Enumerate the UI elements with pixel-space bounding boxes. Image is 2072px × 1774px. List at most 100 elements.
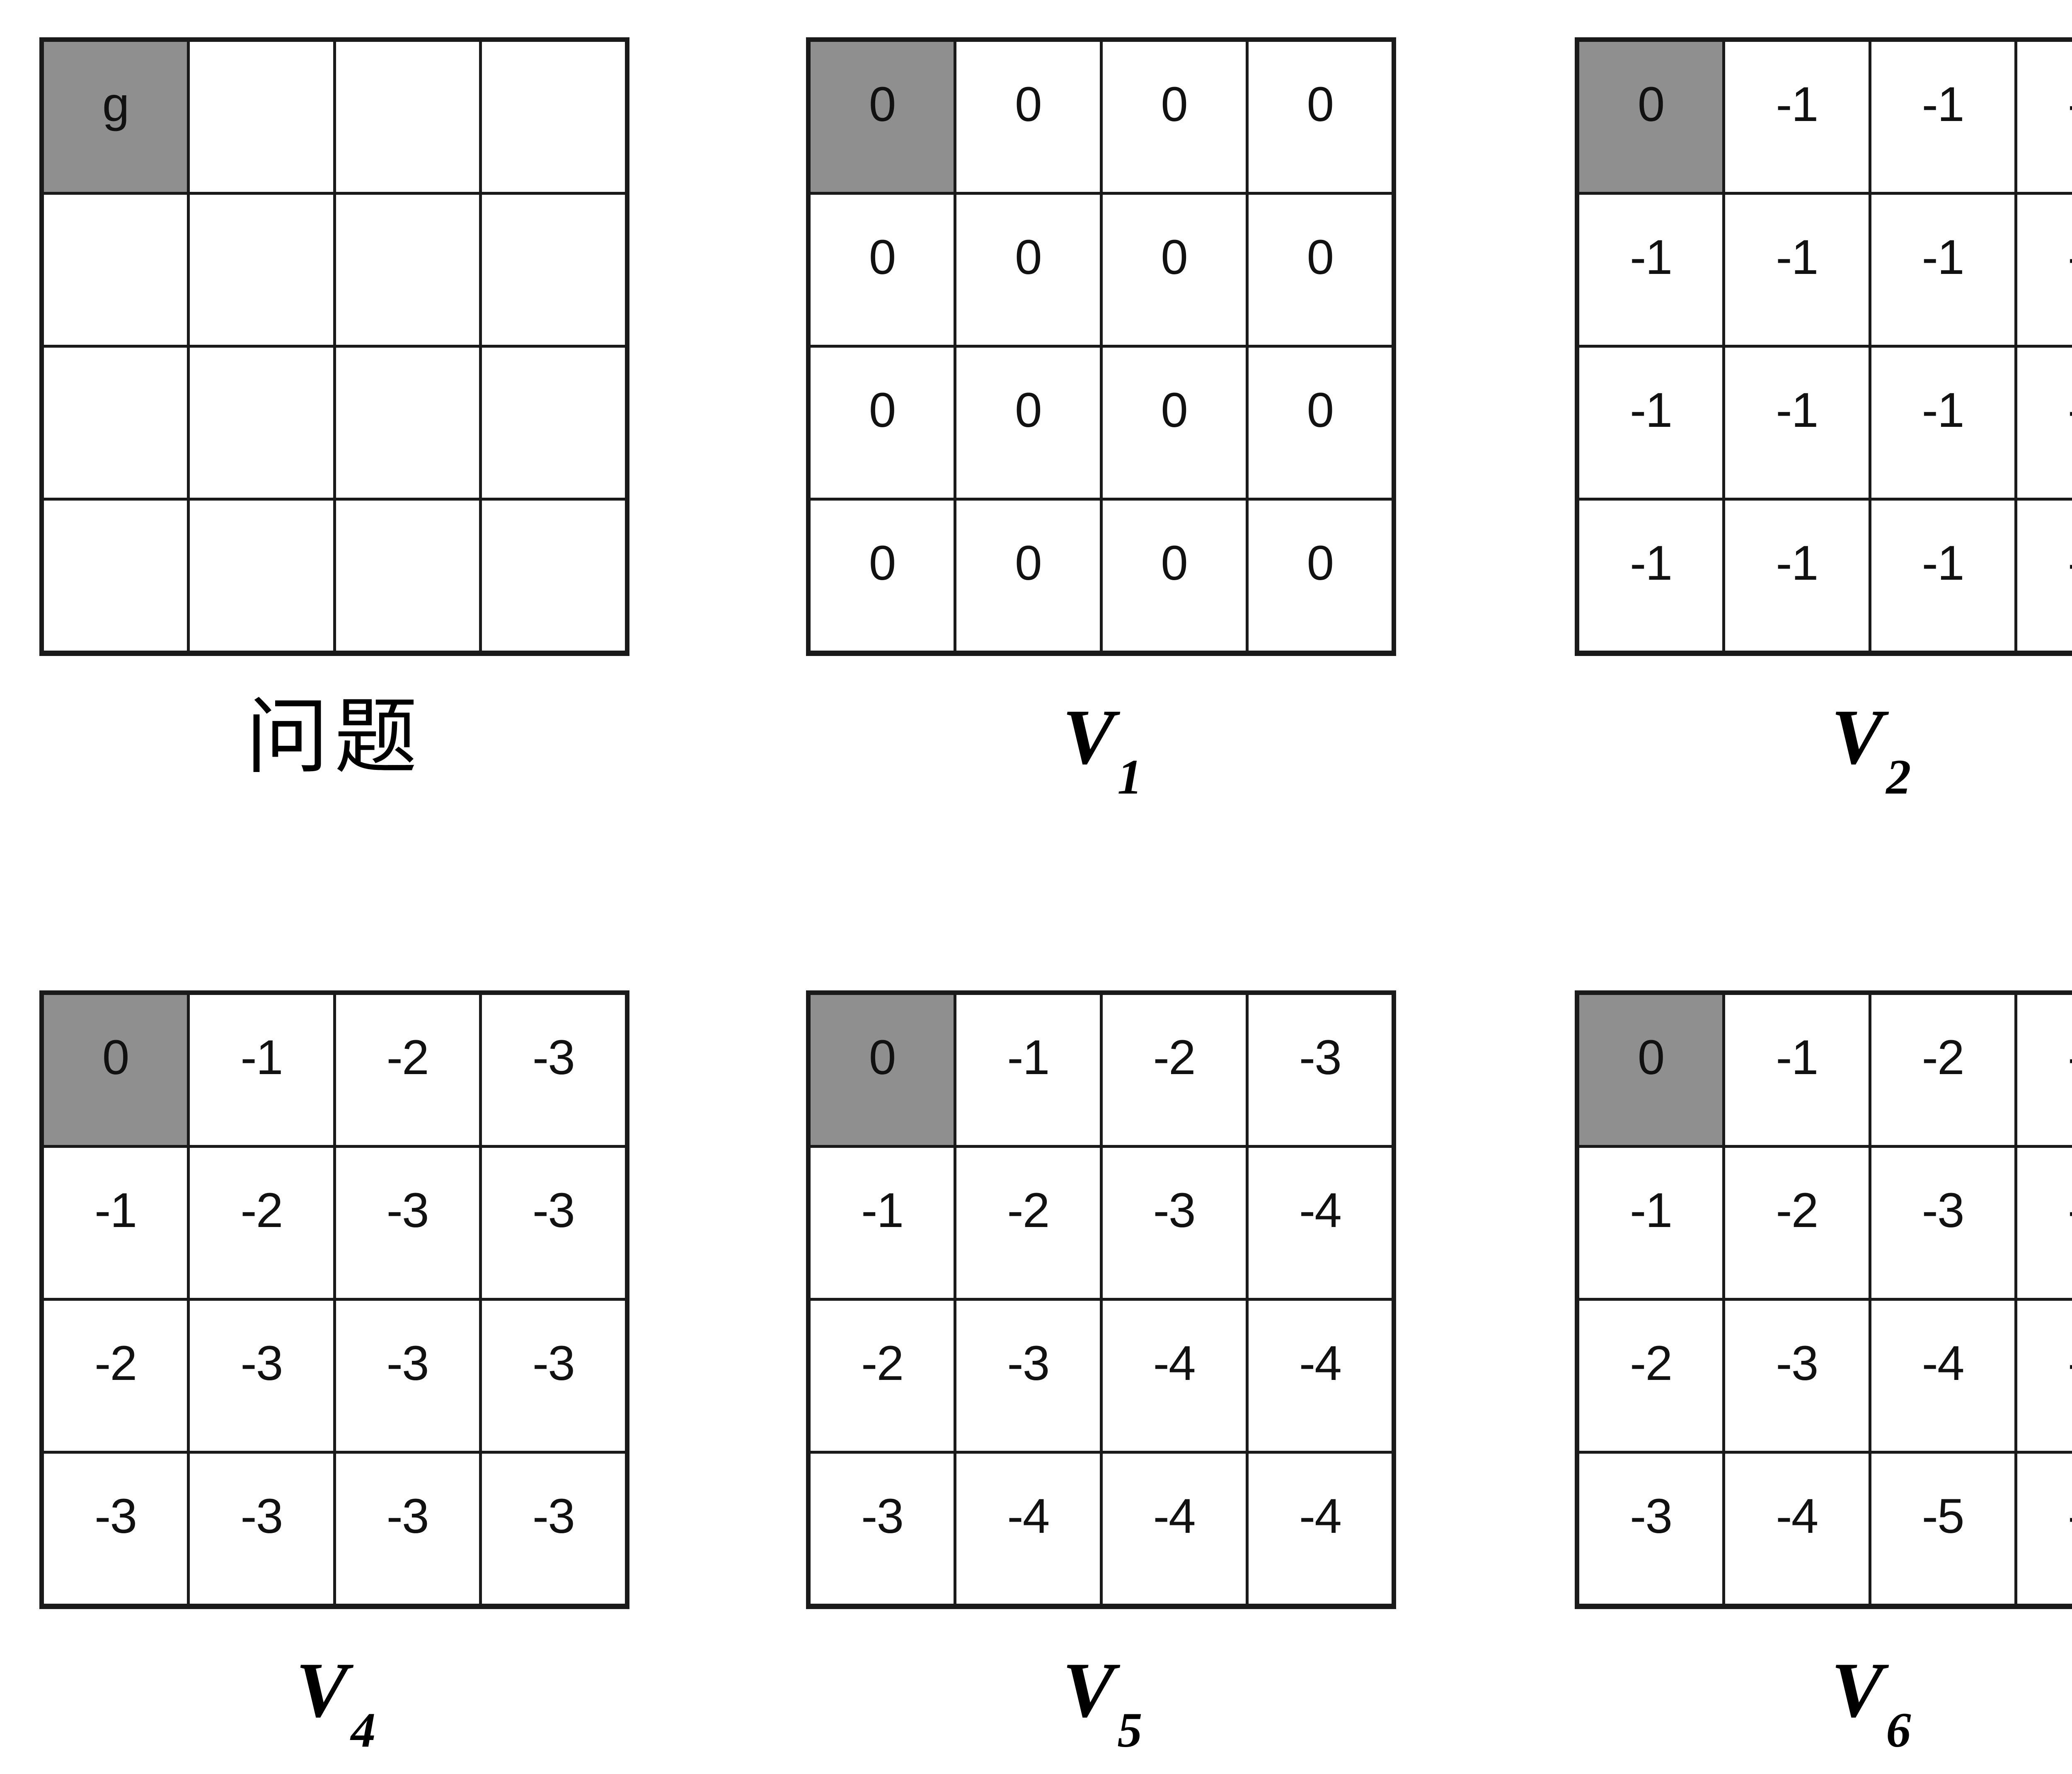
grid-cell[interactable]: -4 [1871,1301,2017,1451]
grid-cell[interactable]: -4 [1725,1454,1871,1604]
grid-cell[interactable]: -3 [482,1301,625,1451]
grid-cell[interactable] [44,348,190,498]
grid-cell[interactable]: -1 [1871,348,2017,498]
grid-cell[interactable]: 0 [1248,42,1392,192]
grid-cell[interactable] [482,348,625,498]
grid-cell[interactable]: -1 [1725,42,1871,192]
grid-cell[interactable]: -4 [1248,1454,1392,1604]
grid-cell[interactable]: -2 [1871,995,2017,1145]
grid-cell[interactable]: -1 [1725,995,1871,1145]
grid-cell[interactable]: 0 [956,195,1103,345]
grid-cell[interactable] [336,348,482,498]
grid-cell[interactable]: -2 [1725,1148,1871,1298]
grid-cell[interactable]: -4 [956,1454,1103,1604]
grid-cell[interactable]: 0 [956,348,1103,498]
grid-cell[interactable]: -1 [1725,195,1871,345]
grid-cell-value: 0 [102,1030,130,1085]
grid-cell[interactable]: -1 [190,995,336,1145]
grid-cell[interactable]: -3 [190,1301,336,1451]
grid-cell[interactable]: -3 [1725,1301,1871,1451]
grid-cell[interactable]: -4 [1248,1301,1392,1451]
grid-cell[interactable]: -1 [2017,42,2072,192]
grid-cell[interactable] [190,42,336,192]
grid-cell[interactable]: -1 [2017,195,2072,345]
grid-cell[interactable]: 0 [811,348,957,498]
grid-cell[interactable]: -2 [44,1301,190,1451]
grid-cell[interactable]: -1 [1579,195,1726,345]
grid-cell[interactable]: -3 [482,995,625,1145]
grid-cell[interactable]: -1 [1871,195,2017,345]
grid-cell[interactable] [482,501,625,651]
grid-cell[interactable]: -3 [190,1454,336,1604]
grid-cell[interactable]: -3 [2017,995,2072,1145]
grid-cell-terminal[interactable]: 0 [811,42,957,192]
grid-cell-terminal[interactable]: 0 [1579,42,1726,192]
grid-cell[interactable] [336,42,482,192]
grid-cell[interactable] [190,195,336,345]
grid-cell[interactable] [190,348,336,498]
grid-cell[interactable]: -3 [336,1301,482,1451]
grid-cell[interactable]: -5 [2017,1301,2072,1451]
grid-cell[interactable]: 0 [1248,348,1392,498]
grid-cell[interactable]: 0 [1102,348,1249,498]
grid-cell[interactable]: 0 [811,501,957,651]
grid-cell[interactable]: -4 [1102,1454,1249,1604]
grid-cell[interactable]: -1 [44,1148,190,1298]
grid-cell[interactable] [482,42,625,192]
grid-cell-value: 0 [1015,536,1042,591]
grid-cell-terminal[interactable]: g [44,42,190,192]
grid-cell[interactable]: 0 [956,501,1103,651]
grid-cell[interactable]: -5 [1871,1454,2017,1604]
grid-cell[interactable]: -1 [811,1148,957,1298]
grid-cell[interactable]: -2 [1102,995,1249,1145]
grid-cell[interactable]: -3 [1248,995,1392,1145]
grid-cell[interactable]: -5 [2017,1454,2072,1604]
grid-cell[interactable]: -3 [44,1454,190,1604]
grid-cell[interactable]: -3 [482,1148,625,1298]
grid-cell-terminal[interactable]: 0 [44,995,190,1145]
grid-cell[interactable]: 0 [1102,42,1249,192]
grid-cell[interactable] [336,195,482,345]
grid-cell[interactable]: 0 [1248,501,1392,651]
grid-cell[interactable]: 0 [956,42,1103,192]
grid-cell[interactable]: -2 [336,995,482,1145]
grid-cell[interactable] [336,501,482,651]
grid-cell[interactable]: -1 [2017,501,2072,651]
grid-cell[interactable] [190,501,336,651]
grid-cell[interactable]: -1 [1579,348,1726,498]
grid-cell[interactable]: -2 [811,1301,957,1451]
grid-cell[interactable]: -1 [1725,501,1871,651]
grid-cell[interactable]: -1 [2017,348,2072,498]
grid-cell[interactable]: 0 [1102,195,1249,345]
grid-cell[interactable]: -3 [1102,1148,1249,1298]
grid-cell[interactable]: -4 [1102,1301,1249,1451]
grid-cell[interactable]: -3 [956,1301,1103,1451]
grid-cell[interactable]: -3 [1871,1148,2017,1298]
grid-cell[interactable]: -4 [1248,1148,1392,1298]
grid-cell[interactable]: -2 [1579,1301,1726,1451]
grid-cell[interactable]: -1 [1871,42,2017,192]
grid-cell[interactable]: -3 [482,1454,625,1604]
grid-cell[interactable]: -4 [2017,1148,2072,1298]
grid-cell[interactable]: -1 [956,995,1103,1145]
grid-cell-terminal[interactable]: 0 [811,995,957,1145]
grid-cell[interactable]: 0 [1248,195,1392,345]
grid-cell[interactable]: 0 [811,195,957,345]
grid-cell[interactable]: -1 [1579,1148,1726,1298]
grid-cell[interactable]: -2 [190,1148,336,1298]
grid-cell-terminal[interactable]: 0 [1579,995,1726,1145]
grid-cell[interactable] [44,501,190,651]
grid-cell[interactable]: -3 [336,1148,482,1298]
grid-cell[interactable]: 0 [1102,501,1249,651]
grid-cell[interactable]: -1 [1725,348,1871,498]
grid-cell[interactable]: -1 [1871,501,2017,651]
grid-cell[interactable]: -1 [1579,501,1726,651]
grid-cell[interactable]: -2 [956,1148,1103,1298]
grid-cell[interactable]: -3 [336,1454,482,1604]
grid-cell[interactable] [482,195,625,345]
grid-cell[interactable] [44,195,190,345]
grid-cell[interactable]: -3 [811,1454,957,1604]
grid-cell[interactable]: -3 [1579,1454,1726,1604]
